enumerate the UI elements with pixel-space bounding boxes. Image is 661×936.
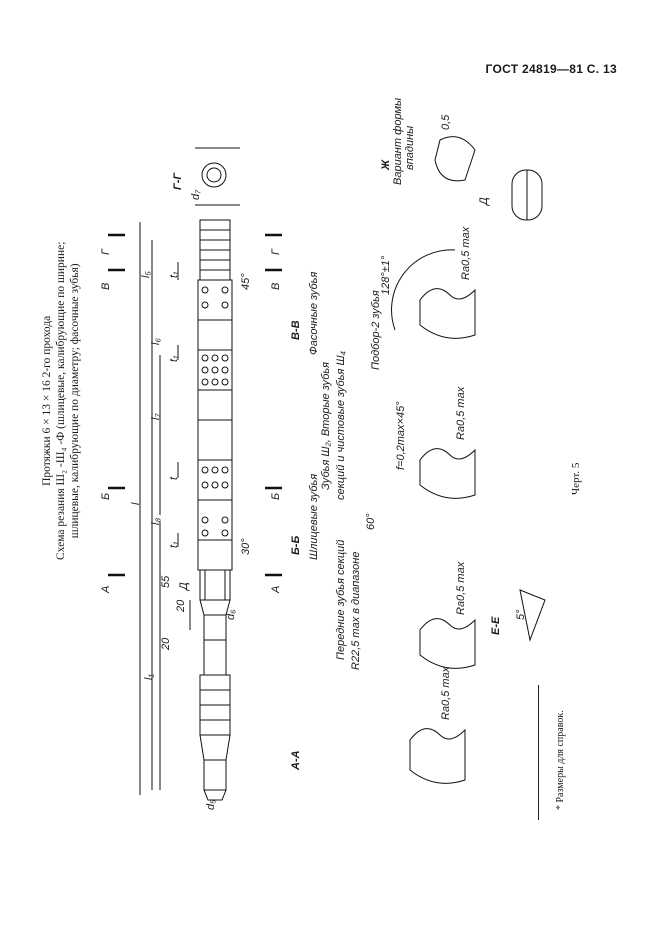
dim-d5: d₅: [205, 799, 217, 810]
zh-radius: 0,5: [440, 114, 452, 130]
mark-v-right: В: [270, 282, 282, 290]
section-gg-title: Г-Г: [172, 172, 184, 190]
section-aa-title: А-А: [290, 750, 302, 770]
dim-l1: l₁: [143, 674, 155, 680]
mark-g-right: Г: [270, 249, 282, 255]
dim-t1-mid: t₁: [168, 355, 180, 362]
mark-g: Г: [100, 249, 112, 255]
dim-l5: l₅: [140, 271, 152, 278]
bb-radius: R22,5 max в диапазоне: [350, 551, 362, 670]
vv-note: Подбор-2 зубья: [370, 290, 382, 370]
section-ee-title: Е-Е: [490, 616, 502, 635]
dim-20b: 20: [175, 599, 187, 612]
dim-t1-top: t₁: [168, 271, 180, 278]
angle-5: 5°: [515, 609, 527, 620]
dim-d7: d₇: [190, 190, 202, 200]
bb-first-teeth: Передние зубья секций: [335, 539, 347, 660]
angle-45: 45°: [240, 273, 252, 290]
section-vv-title: В-В: [290, 320, 302, 340]
mark-b-right: Б: [270, 492, 282, 500]
bb-chamfer: f=0,2max×45°: [395, 401, 407, 470]
mark-d-section: Д: [478, 197, 490, 205]
mark-d: Д: [178, 582, 190, 590]
dim-l7: l₇: [150, 413, 162, 420]
dim-l6: l₆: [150, 338, 162, 345]
dim-t: t: [168, 476, 180, 480]
mark-v: В: [100, 282, 112, 290]
dim-l8: l₈: [150, 517, 162, 525]
section-aa-profile: [409, 728, 466, 784]
section-vv-subtitle: Фасочные зубья: [308, 271, 320, 355]
section-bb-profile-1: [419, 618, 476, 669]
section-zh-profile: [434, 136, 476, 182]
section-bb-title: Б-Б: [290, 535, 302, 555]
dim-20: 20: [160, 637, 172, 650]
dim-d6: d₆: [225, 609, 237, 620]
zh-title: Ж: [380, 159, 392, 170]
angle-30: 30°: [240, 538, 252, 555]
section-bb-subtitle: Шлицевые зубья: [308, 473, 320, 560]
zh-note-1: Вариант формы: [392, 97, 404, 185]
zh-note-2: впадины: [404, 125, 416, 170]
bb-teeth-note: Зубья Ш₂, Вторые зубья: [320, 361, 332, 490]
mark-a: А: [100, 585, 112, 593]
bb-roughness: Ra0,5 max: [455, 561, 467, 615]
bb-teeth-note-2: секций и чистовые зубья Ш₄: [335, 351, 347, 500]
mark-b: Б: [100, 492, 112, 500]
section-bb-profile-2: [419, 448, 476, 499]
section-ee-wedge: [519, 589, 546, 642]
bb-angle-60: 60°: [365, 513, 377, 530]
dim-55: 55: [160, 575, 172, 588]
aa-roughness: Ra0,5 max: [440, 666, 452, 720]
mark-a-right: А: [270, 585, 282, 593]
footnote-rule: [538, 685, 539, 820]
angle-arc-128: [391, 249, 456, 331]
dim-l: l: [130, 502, 142, 505]
vv-roughness: Ra0,5 max: [460, 226, 472, 280]
standard-header: ГОСТ 24819—81 С. 13: [485, 62, 617, 76]
section-vv-profile: [419, 288, 476, 339]
dim-t1-low: t₁: [168, 541, 180, 548]
bb-roughness-2: Ra0,5 max: [455, 386, 467, 440]
